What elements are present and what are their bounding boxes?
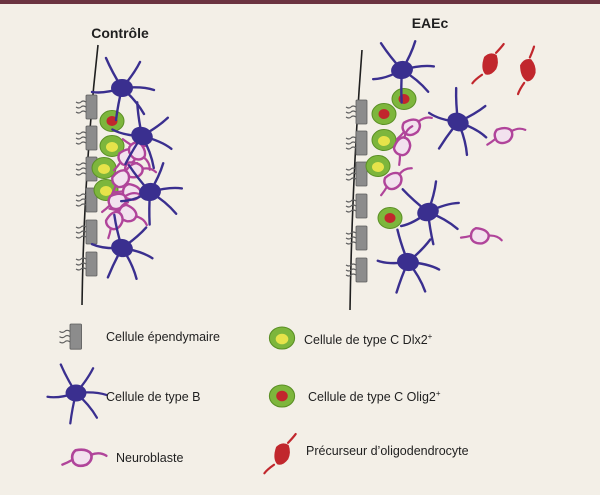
eae-panel: EAEc: [345, 15, 543, 311]
legend-opc-label: Précurseur d’oligodendrocyte: [306, 444, 469, 458]
legend-ependymal-icon: [58, 323, 83, 350]
eae-opc-cells: [471, 38, 543, 96]
legend-neuroblast-label: Neuroblaste: [116, 451, 183, 465]
legend-type-b-icon: [46, 363, 108, 425]
legend-type-c-olig2-icon: [268, 384, 296, 408]
legend-type-c-olig2-label: Cellule de type C Olig2+: [308, 389, 441, 404]
legend-type-b-label: Cellule de type B: [106, 390, 201, 404]
control-title: Contrôle: [91, 25, 149, 41]
top-rule: [0, 0, 600, 4]
eae-ventricle-wall: [349, 49, 363, 311]
legend-ependymal-label: Cellule épendymaire: [106, 330, 220, 344]
legend: Cellule épendymaire Cellule de type B Ne…: [46, 323, 469, 479]
eae-type-c-cells: [365, 88, 417, 229]
control-panel: Contrôle: [75, 25, 189, 306]
legend-type-c-dlx2-icon: [268, 326, 296, 350]
legend-opc-icon: [263, 428, 297, 479]
legend-neuroblast-icon: [61, 448, 108, 468]
legend-type-c-dlx2-label: Cellule de type C Dlx2+: [304, 332, 433, 347]
eae-title: EAEc: [412, 15, 449, 31]
